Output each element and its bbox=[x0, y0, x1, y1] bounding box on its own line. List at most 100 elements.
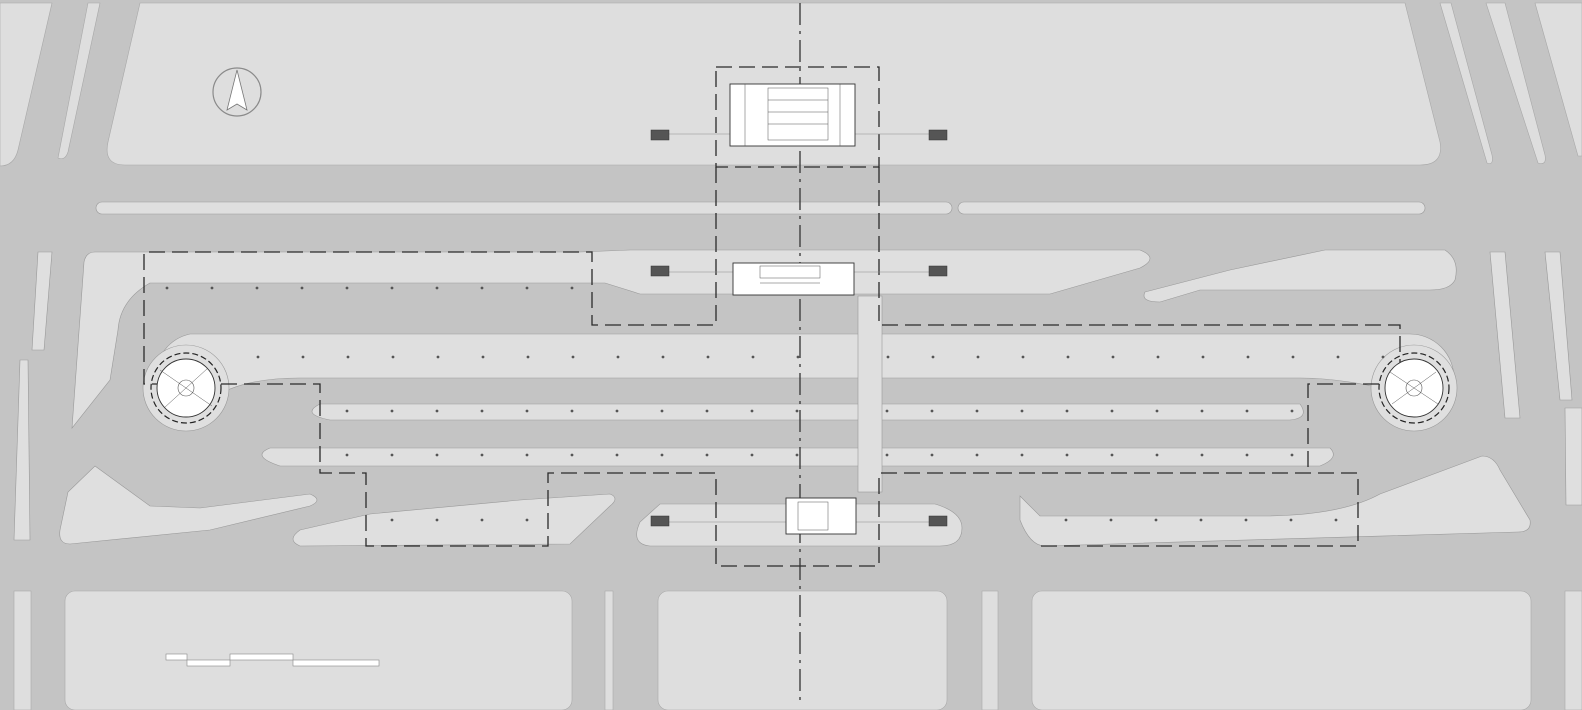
canopy-column bbox=[1334, 518, 1338, 522]
canopy-column bbox=[390, 453, 394, 457]
zone-frames bbox=[143, 66, 1401, 567]
canopy-column bbox=[616, 355, 620, 359]
canopy-column bbox=[480, 409, 484, 413]
canopy-column bbox=[165, 286, 169, 290]
platform-north-east bbox=[1143, 249, 1457, 303]
canopy-column bbox=[1244, 518, 1248, 522]
canopy-column bbox=[975, 453, 979, 457]
block-south-east-strip bbox=[1564, 590, 1582, 710]
terminal-west-outer-ring bbox=[150, 352, 222, 424]
canopy-column bbox=[615, 409, 619, 413]
canopy-column bbox=[795, 409, 799, 413]
canopy-column bbox=[660, 453, 664, 457]
canopy-column bbox=[795, 453, 799, 457]
canopy-column bbox=[435, 518, 439, 522]
terminal-west bbox=[150, 352, 222, 424]
canopy-column bbox=[1201, 355, 1205, 359]
canopy-column bbox=[706, 355, 710, 359]
block-north-east bbox=[1534, 2, 1582, 157]
canopy-column bbox=[751, 355, 755, 359]
entrance-marker bbox=[650, 515, 670, 527]
canopy-column bbox=[930, 409, 934, 413]
block-south-west-strip bbox=[13, 590, 32, 710]
canopy-column bbox=[1289, 518, 1293, 522]
canopy-column bbox=[1111, 355, 1115, 359]
canopy-columns bbox=[165, 286, 1385, 522]
medians bbox=[13, 201, 1582, 541]
median-east-vertical-1 bbox=[1489, 251, 1521, 419]
building-middle-outline bbox=[732, 262, 855, 296]
canopy-column bbox=[481, 355, 485, 359]
entrance-marker bbox=[928, 265, 948, 277]
entrance-marker bbox=[928, 129, 948, 141]
canopy-column bbox=[705, 453, 709, 457]
canopy-column bbox=[570, 453, 574, 457]
platform-middle-2 bbox=[261, 447, 1334, 467]
canopy-column bbox=[1199, 518, 1203, 522]
canopy-column bbox=[1154, 518, 1158, 522]
canopy-column bbox=[1290, 453, 1294, 457]
canopy-column bbox=[1381, 355, 1385, 359]
canopy-column bbox=[615, 453, 619, 457]
canopy-column bbox=[1064, 518, 1068, 522]
block-north-west bbox=[0, 2, 53, 167]
block-south-center bbox=[657, 590, 948, 710]
canopy-column bbox=[390, 518, 394, 522]
canopy-column bbox=[300, 286, 304, 290]
block-south-west bbox=[64, 590, 573, 710]
canopy-column bbox=[1066, 355, 1070, 359]
canopy-column bbox=[390, 409, 394, 413]
canopy-column bbox=[210, 286, 214, 290]
station-building-middle bbox=[732, 262, 855, 296]
canopy-column bbox=[1020, 409, 1024, 413]
canopy-column bbox=[571, 355, 575, 359]
canopy-column bbox=[1110, 409, 1114, 413]
canopy-column bbox=[1109, 518, 1113, 522]
canopy-column bbox=[480, 453, 484, 457]
canopy-column bbox=[435, 409, 439, 413]
canopy-column bbox=[1245, 409, 1249, 413]
canopy-column bbox=[1245, 453, 1249, 457]
terminal-east bbox=[1378, 352, 1450, 424]
canopy-column bbox=[570, 286, 574, 290]
canopy-column bbox=[885, 453, 889, 457]
block-north-west-strip bbox=[57, 2, 101, 160]
canopy-column bbox=[301, 355, 305, 359]
canopy-column bbox=[750, 409, 754, 413]
canopy-column bbox=[1336, 355, 1340, 359]
canopy-column bbox=[1155, 453, 1159, 457]
canopy-column bbox=[930, 453, 934, 457]
canopy-column bbox=[480, 518, 484, 522]
canopy-column bbox=[1020, 453, 1024, 457]
canopy-column bbox=[256, 355, 260, 359]
canopy-column bbox=[435, 286, 439, 290]
station-building-north bbox=[729, 83, 856, 147]
platform-south-west-a bbox=[59, 465, 318, 545]
canopy-column bbox=[345, 409, 349, 413]
canopy-column bbox=[570, 409, 574, 413]
platforms bbox=[59, 249, 1531, 547]
canopy-column bbox=[345, 453, 349, 457]
platform-south-west-b bbox=[292, 493, 616, 547]
canopy-column bbox=[435, 453, 439, 457]
station-building-south bbox=[785, 497, 857, 535]
canopy-column bbox=[346, 355, 350, 359]
canopy-column bbox=[1200, 453, 1204, 457]
canopy-column bbox=[885, 409, 889, 413]
platform-middle-1 bbox=[311, 403, 1304, 421]
canopy-column bbox=[975, 409, 979, 413]
median-north-west bbox=[95, 201, 953, 215]
station-entrances bbox=[650, 129, 948, 527]
entrance-marker bbox=[650, 265, 670, 277]
central-connector-walkway bbox=[857, 295, 883, 493]
canopy-column bbox=[1155, 409, 1159, 413]
canopy-column bbox=[1291, 355, 1295, 359]
median-west-vertical-2 bbox=[13, 359, 31, 541]
terminal-east-outer-ring bbox=[1378, 352, 1450, 424]
block-north-east-strip-2 bbox=[1485, 2, 1546, 164]
canopy-column bbox=[976, 355, 980, 359]
platform-north-west bbox=[71, 249, 1151, 429]
zone-frame-station-middle bbox=[143, 167, 1401, 567]
building-north-outline bbox=[729, 83, 856, 147]
